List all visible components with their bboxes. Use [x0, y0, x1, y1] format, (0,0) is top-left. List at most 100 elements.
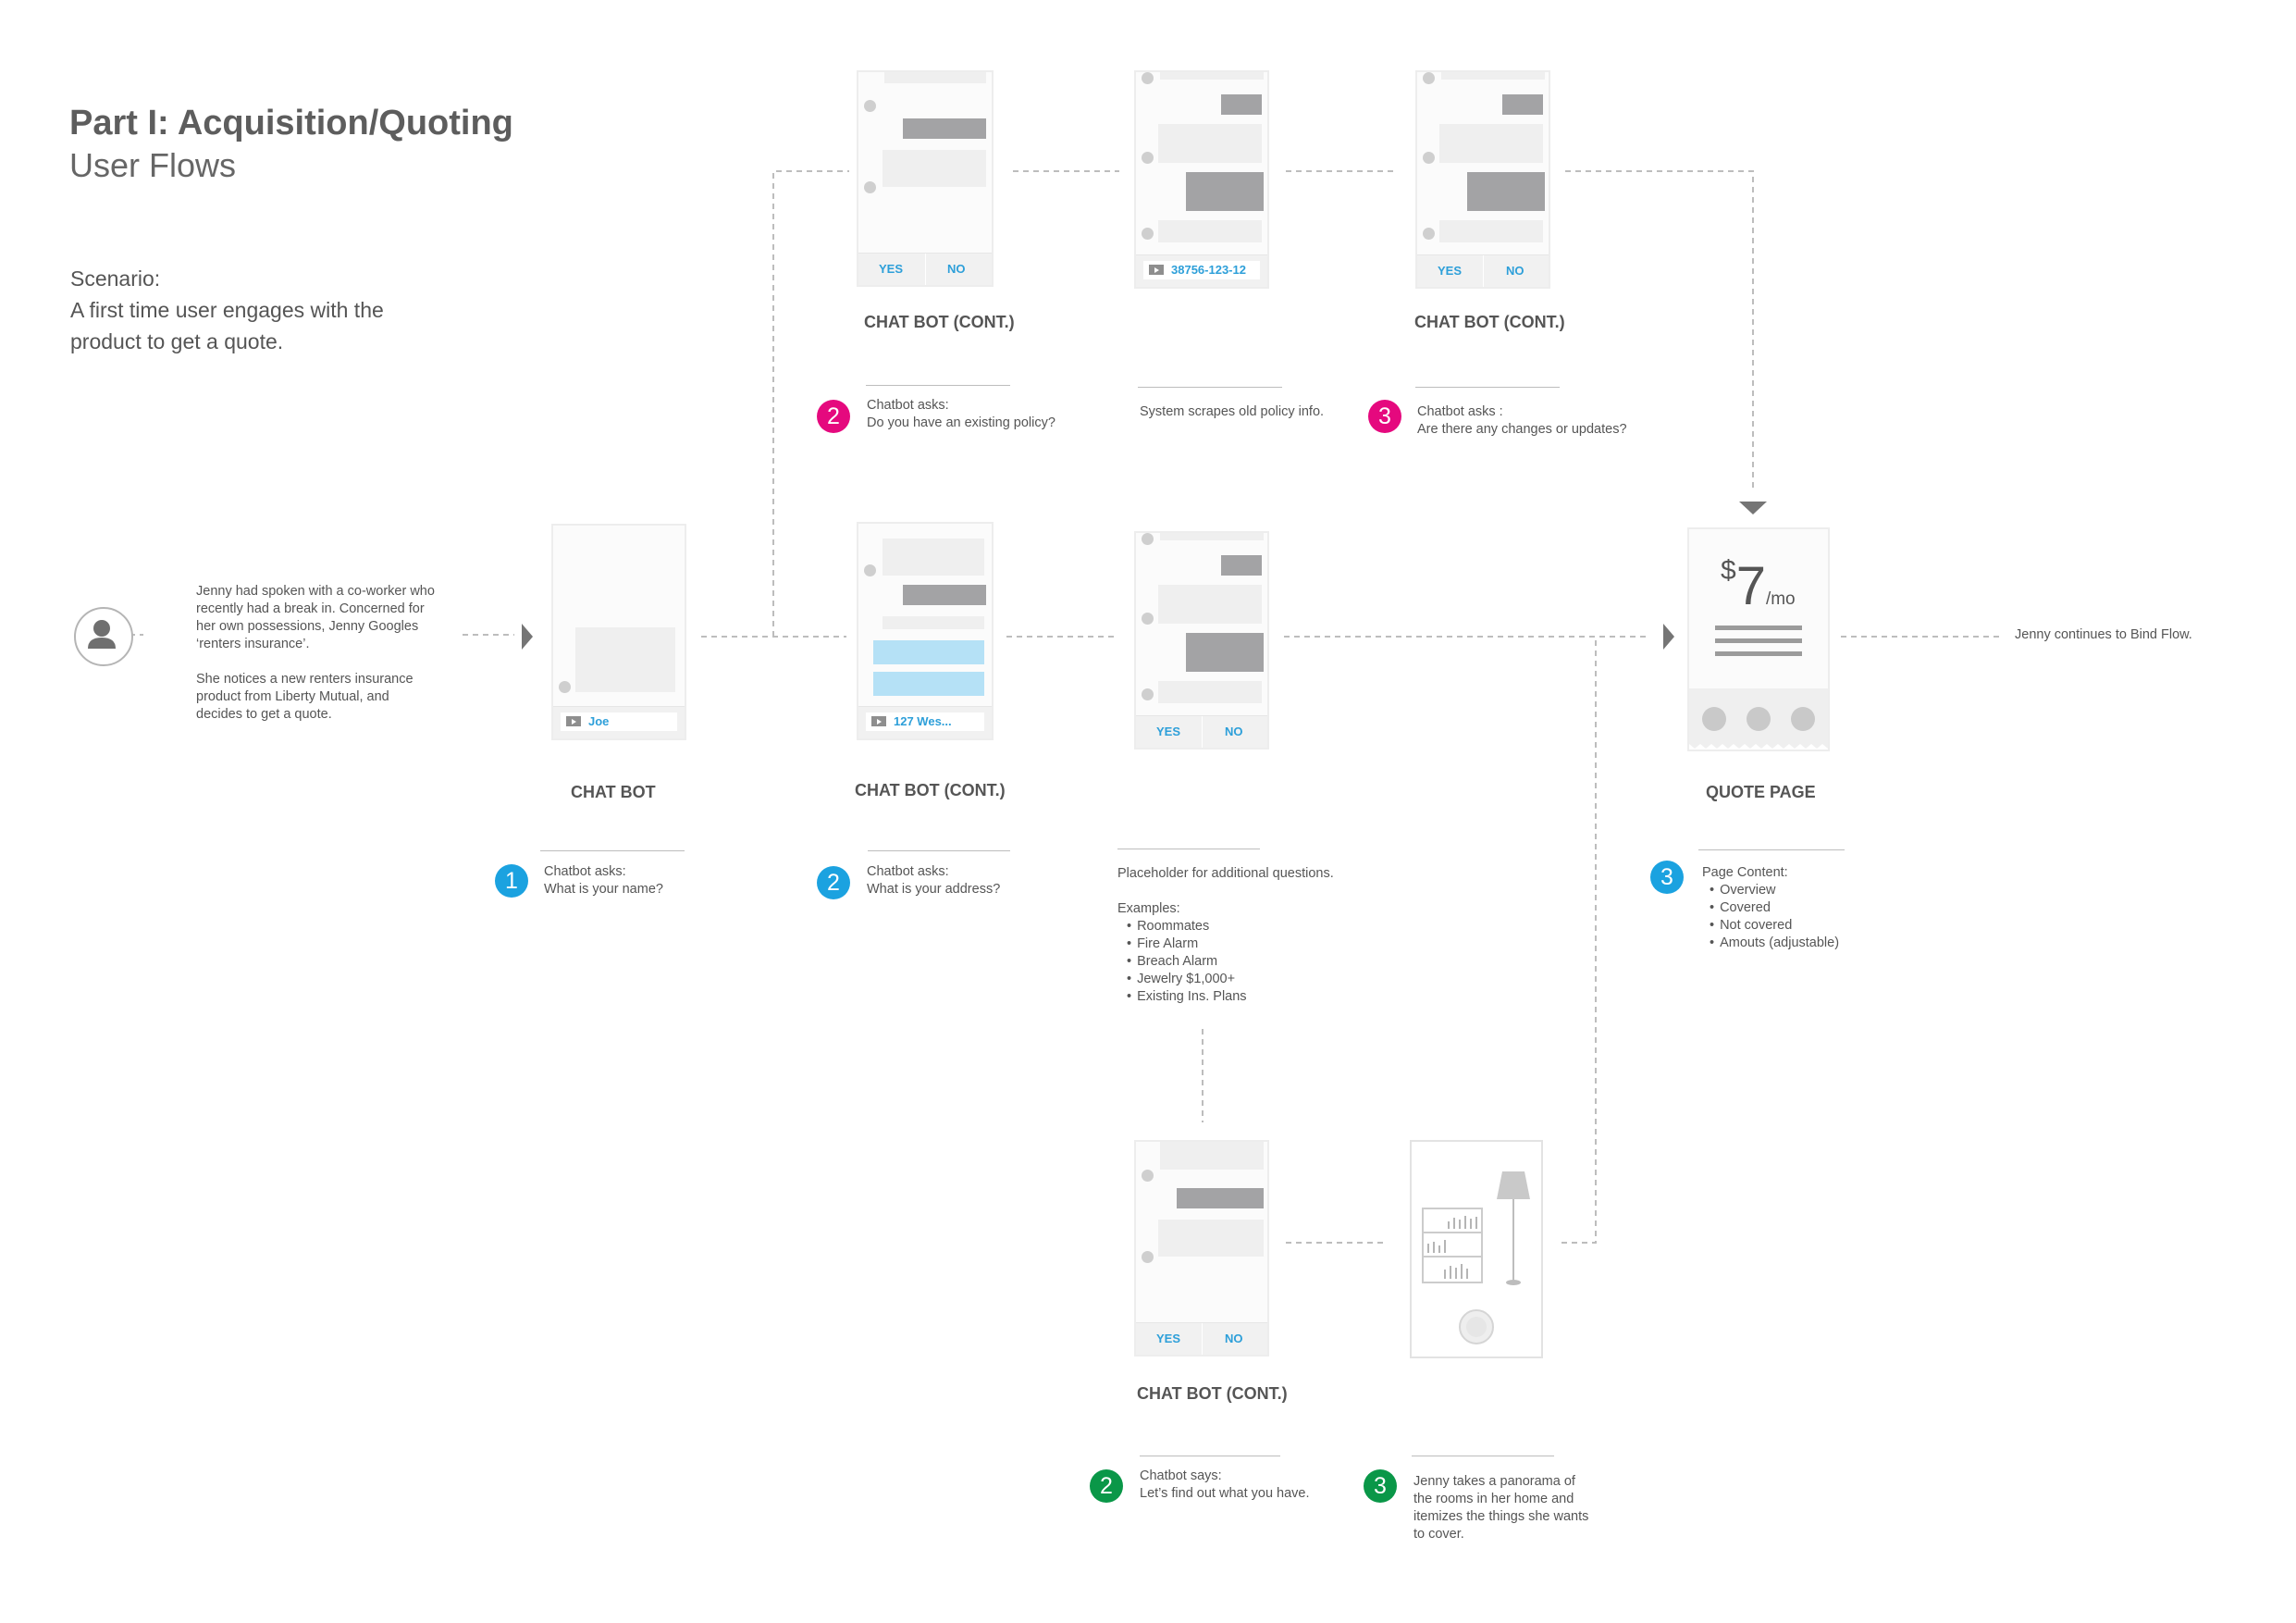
note-line: to cover. [1413, 1527, 1464, 1542]
story-line [196, 653, 435, 671]
send-icon[interactable] [871, 716, 886, 726]
step-badge: 1 [495, 864, 528, 898]
step-badge: 2 [817, 400, 850, 433]
step-note: Page Content: Overview Covered Not cover… [1702, 864, 1839, 952]
story-line: ‘renters insurance’. [196, 637, 310, 651]
screen-label: CHAT BOT (CONT.) [855, 781, 1006, 799]
chat-input-bar[interactable]: Joe [553, 706, 685, 738]
note-line [1117, 883, 1334, 900]
story-line: recently had a break in. Concerned for [196, 601, 425, 616]
page-title: Part I: Acquisition/Quoting [69, 104, 513, 142]
chatbot-changes-screen: YES NO [1415, 70, 1550, 289]
screen-label: CHAT BOT (CONT.) [1414, 313, 1565, 331]
examples-list: Roommates Fire Alarm Breach Alarm Jewelr… [1117, 918, 1334, 1006]
price-period: /mo [1765, 589, 1796, 609]
story-line: her own possessions, Jenny Googles [196, 619, 419, 634]
yes-no-bar: YES NO [1417, 254, 1549, 287]
chatbot-existing-policy-screen: YES NO [857, 70, 994, 287]
note-line: Chatbot asks: [867, 864, 949, 879]
story-line: decides to get a quote. [196, 707, 332, 722]
note-divider [1698, 849, 1845, 850]
note-line: Placeholder for additional questions. [1117, 866, 1334, 881]
note-line: Page Content: [1702, 865, 1788, 880]
yes-button[interactable]: YES [1156, 725, 1181, 738]
step-badge: 3 [1368, 400, 1401, 433]
quote-footer [1689, 688, 1828, 750]
torn-edge [1689, 744, 1828, 750]
note-line: Chatbot says: [1140, 1468, 1222, 1483]
scenario-heading: Scenario: [70, 266, 161, 291]
footer-dot[interactable] [1747, 707, 1771, 731]
policy-scrape-screen: 38756-123-12 [1134, 70, 1269, 289]
quote-page-screen: $7/mo [1687, 527, 1830, 751]
note-line: the rooms in her home and [1413, 1492, 1574, 1506]
note-line: itemizes the things she wants [1413, 1509, 1589, 1524]
chat-input-value: 38756-123-12 [1171, 263, 1246, 277]
note-line: Chatbot asks: [544, 864, 626, 879]
step-badge: 2 [1090, 1469, 1123, 1503]
step-note: Chatbot asks : Are there any changes or … [1417, 403, 1627, 439]
footer-dot[interactable] [1791, 707, 1815, 731]
step-note: Jenny takes a panorama of the rooms in h… [1413, 1473, 1588, 1543]
no-button[interactable]: NO [1506, 264, 1524, 278]
story-line: Jenny had spoken with a co-worker who [196, 584, 435, 599]
yes-button[interactable]: YES [1438, 264, 1463, 278]
note-line: Chatbot asks: [867, 398, 949, 413]
list-item: Existing Ins. Plans [1127, 988, 1334, 1006]
note-line: Examples: [1117, 901, 1180, 916]
send-icon[interactable] [566, 716, 581, 726]
no-button[interactable]: NO [1225, 725, 1243, 738]
price-display: $7/mo [1721, 555, 1796, 617]
screen-label: CHAT BOT (CONT.) [1137, 1384, 1288, 1403]
list-item: Amouts (adjustable) [1710, 935, 1839, 952]
price-currency: $ [1721, 555, 1736, 586]
note-line: Let’s find out what you have. [1140, 1486, 1310, 1501]
note-divider [866, 385, 1010, 386]
step-note: Chatbot says: Let’s find out what you ha… [1140, 1468, 1310, 1503]
room-panorama-icon [1422, 1171, 1530, 1344]
screen-label: CHAT BOT [571, 783, 656, 801]
note-line: What is your name? [544, 882, 663, 897]
story-line: She notices a new renters insurance [196, 672, 414, 687]
list-item: Overview [1710, 882, 1839, 899]
note-line: Do you have an existing policy? [867, 415, 1055, 430]
step-note: Chatbot asks: What is your address? [867, 863, 1000, 898]
chat-input-bar[interactable]: 38756-123-12 [1136, 254, 1267, 287]
step-note: Chatbot asks: What is your name? [544, 863, 663, 898]
screen-label: QUOTE PAGE [1706, 783, 1816, 801]
note-line: What is your address? [867, 882, 1001, 897]
list-item: Roommates [1127, 918, 1334, 935]
yes-button[interactable]: YES [879, 262, 904, 276]
scenario-line: product to get a quote. [70, 329, 284, 353]
user-avatar [74, 607, 133, 666]
list-item: Jewelry $1,000+ [1127, 971, 1334, 988]
list-item: Breach Alarm [1127, 953, 1334, 971]
note-divider [1415, 387, 1560, 388]
page-content-list: Overview Covered Not covered Amouts (adj… [1702, 882, 1839, 952]
user-story: Jenny had spoken with a co-worker who re… [196, 583, 435, 724]
page-subtitle: User Flows [69, 146, 237, 184]
list-item: Fire Alarm [1127, 935, 1334, 953]
no-button[interactable]: NO [947, 262, 966, 276]
list-item: Not covered [1710, 917, 1839, 935]
chatbot-name-screen: Joe [551, 524, 686, 740]
story-line: product from Liberty Mutual, and [196, 689, 389, 704]
yes-no-bar: YES NO [1136, 1322, 1267, 1355]
footer-dot[interactable] [1702, 707, 1726, 731]
yes-button[interactable]: YES [1156, 1332, 1181, 1345]
note-divider [868, 850, 1010, 851]
note-line: System scrapes old policy info. [1140, 404, 1325, 419]
yes-no-bar: YES NO [858, 253, 992, 285]
step-badge: 3 [1364, 1469, 1397, 1503]
no-button[interactable]: NO [1225, 1332, 1243, 1345]
screen-label: CHAT BOT (CONT.) [864, 313, 1015, 331]
step-note: System scrapes old policy info. [1140, 403, 1324, 421]
chatbot-inventory-screen: YES NO [1134, 1140, 1269, 1357]
chat-input-bar[interactable]: 127 Wes... [858, 706, 992, 738]
step-note: Chatbot asks: Do you have an existing po… [867, 397, 1055, 432]
price-amount: 7 [1735, 556, 1766, 616]
note-divider [1138, 387, 1282, 388]
send-icon[interactable] [1149, 265, 1164, 275]
chat-input-value: 127 Wes... [894, 714, 952, 728]
